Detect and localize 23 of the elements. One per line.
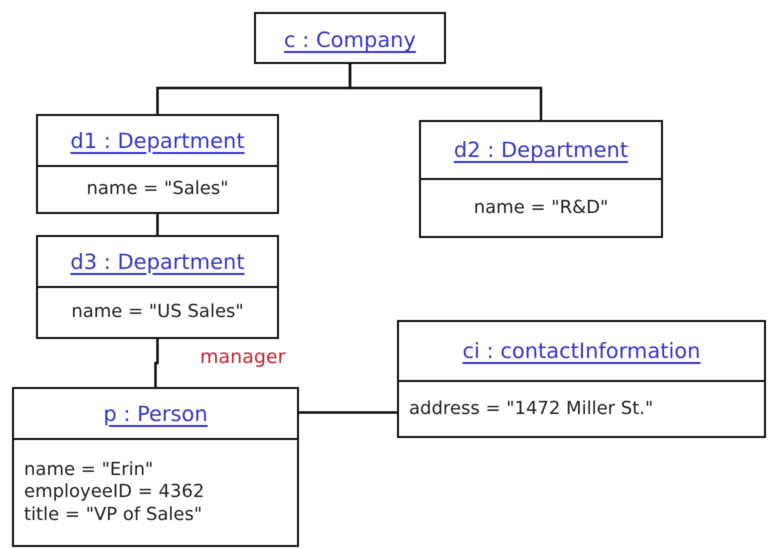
object-box — [36, 114, 279, 214]
object-name: d1 : Department — [70, 128, 245, 152]
object-name: d3 : Department — [70, 250, 245, 274]
attribute-text: name = "Erin" — [24, 458, 154, 482]
attribute-text: name = "US Sales" — [71, 301, 244, 324]
association-line — [348, 64, 542, 120]
object-box — [397, 320, 766, 438]
attribute-text: name = "Sales" — [86, 178, 229, 201]
attribute-text: name = "R&D" — [474, 196, 608, 220]
attribute-text: address = "1472 Miller St." — [409, 398, 654, 420]
association-line — [299, 411, 397, 414]
object-box — [12, 387, 299, 547]
association-line — [154, 339, 159, 387]
object-name: c : Company — [284, 28, 416, 52]
object-box — [36, 235, 279, 339]
association-line — [156, 214, 159, 235]
object-name: ci : contactInformation — [462, 339, 700, 363]
object-name: d2 : Department — [454, 138, 628, 162]
object-name: p : Person — [103, 402, 208, 426]
attribute-text: employeeID = 4362 — [24, 481, 204, 504]
object-box — [254, 12, 446, 64]
attribute-text: title = "VP of Sales" — [24, 504, 202, 526]
object-box — [419, 120, 663, 238]
